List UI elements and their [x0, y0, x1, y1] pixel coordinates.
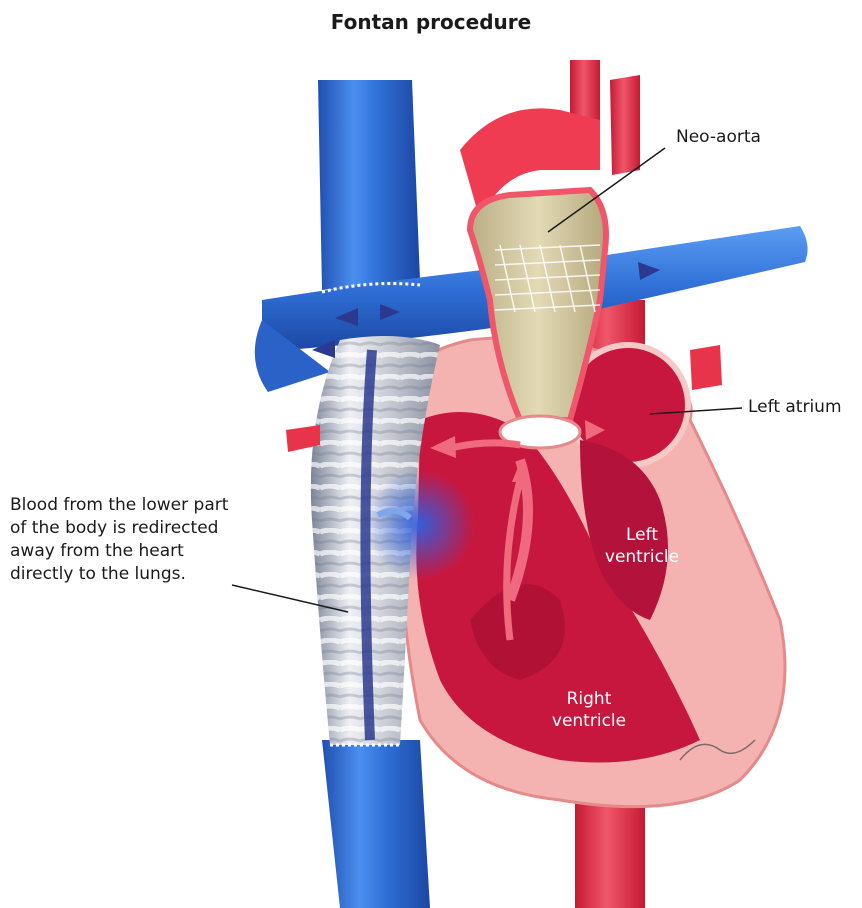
right-vessel-stub: [690, 345, 722, 390]
left-atrium-label: Left atrium: [748, 396, 842, 419]
right-ventricle-label: Right ventricle: [534, 688, 644, 732]
subclavian-branch: [610, 75, 640, 175]
left-ventricle-label: Left ventricle: [592, 524, 692, 568]
fenestration-glow: [365, 470, 475, 580]
inferior-vena-cava: [322, 740, 430, 908]
superior-vena-cava: [318, 80, 420, 290]
neo-aorta-label: Neo-aorta: [676, 126, 761, 149]
conduit-note-label: Blood from the lower part of the body is…: [10, 494, 280, 586]
